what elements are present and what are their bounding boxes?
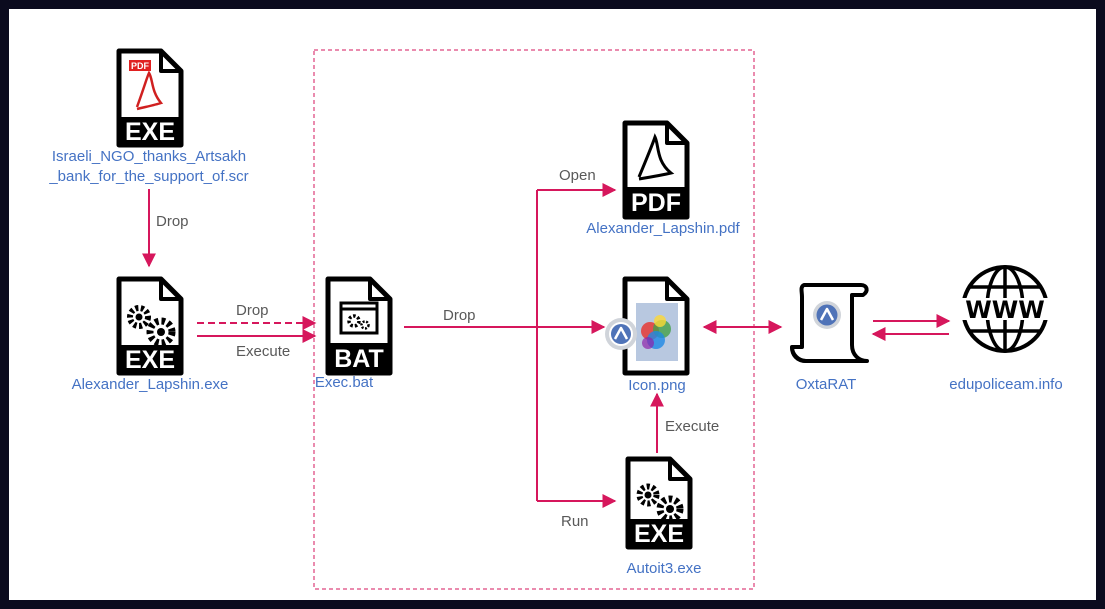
node-label-rat: OxtaRAT bbox=[796, 376, 857, 393]
edge-label-scr-exe: Drop bbox=[156, 213, 189, 230]
diagram-canvas: Drop Drop Execute Drop Open Run Execute … bbox=[9, 9, 1096, 600]
node-label-exe: Alexander_Lapshin.exe bbox=[72, 376, 229, 393]
node-label-autoit: Autoit3.exe bbox=[626, 560, 701, 577]
node-scr[interactable]: PDF EXE Israeli_NGO_thanks_Artsakh _bank… bbox=[48, 48, 249, 185]
exe-file-with-pdf-icon: PDF EXE bbox=[116, 48, 184, 148]
node-pdf[interactable]: PDF Alexander_Lapshin.pdf bbox=[586, 120, 741, 237]
edges bbox=[142, 183, 951, 508]
node-exe[interactable]: EXE Alexander_Lapshin.exe bbox=[72, 276, 229, 393]
node-label-png: Icon.png bbox=[628, 377, 686, 394]
node-label-www: edupoliceam.info bbox=[949, 376, 1062, 393]
exe-file-tag: EXE bbox=[634, 520, 684, 548]
pdf-badge-text: PDF bbox=[131, 61, 150, 71]
www-text: WWW bbox=[965, 296, 1044, 324]
node-png[interactable]: Icon.png bbox=[605, 276, 690, 394]
exe-file-tag: EXE bbox=[125, 346, 175, 374]
node-bat[interactable]: BAT Exec.bat bbox=[315, 276, 393, 391]
edge-label-exe-bat-execute: Execute bbox=[236, 343, 290, 360]
node-label-pdf: Alexander_Lapshin.pdf bbox=[586, 220, 740, 237]
autoit-logo-icon bbox=[605, 318, 637, 350]
exe-file-tag: EXE bbox=[125, 118, 175, 146]
scroll-with-autoit-logo-icon bbox=[790, 283, 869, 363]
edge-label-exe-bat-drop: Drop bbox=[236, 302, 269, 319]
node-autoit[interactable]: EXE Autoit3.exe bbox=[625, 456, 702, 577]
pdf-file-icon: PDF bbox=[622, 120, 690, 220]
image-file-icon bbox=[622, 276, 690, 376]
node-label-bat: Exec.bat bbox=[315, 374, 374, 391]
bat-file-icon: BAT bbox=[325, 276, 393, 376]
edge-label-autoit-execute: Execute bbox=[665, 418, 719, 435]
pdf-file-tag: PDF bbox=[631, 189, 681, 217]
exe-file-with-gears-icon: EXE bbox=[625, 456, 693, 550]
node-label-scr-line1: Israeli_NGO_thanks_Artsakh bbox=[52, 148, 246, 165]
bat-file-tag: BAT bbox=[334, 345, 384, 373]
exe-file-with-gears-icon: EXE bbox=[116, 276, 184, 376]
edge-label-run: Run bbox=[561, 513, 589, 530]
node-www[interactable]: WWW edupoliceam.info bbox=[949, 265, 1063, 393]
edge-label-open: Open bbox=[559, 167, 596, 184]
node-label-scr-line2: _bank_for_the_support_of.scr bbox=[48, 168, 248, 185]
www-globe-icon: WWW bbox=[955, 265, 1055, 353]
node-rat[interactable]: OxtaRAT bbox=[790, 283, 869, 393]
edge-label-bat-drop: Drop bbox=[443, 307, 476, 324]
